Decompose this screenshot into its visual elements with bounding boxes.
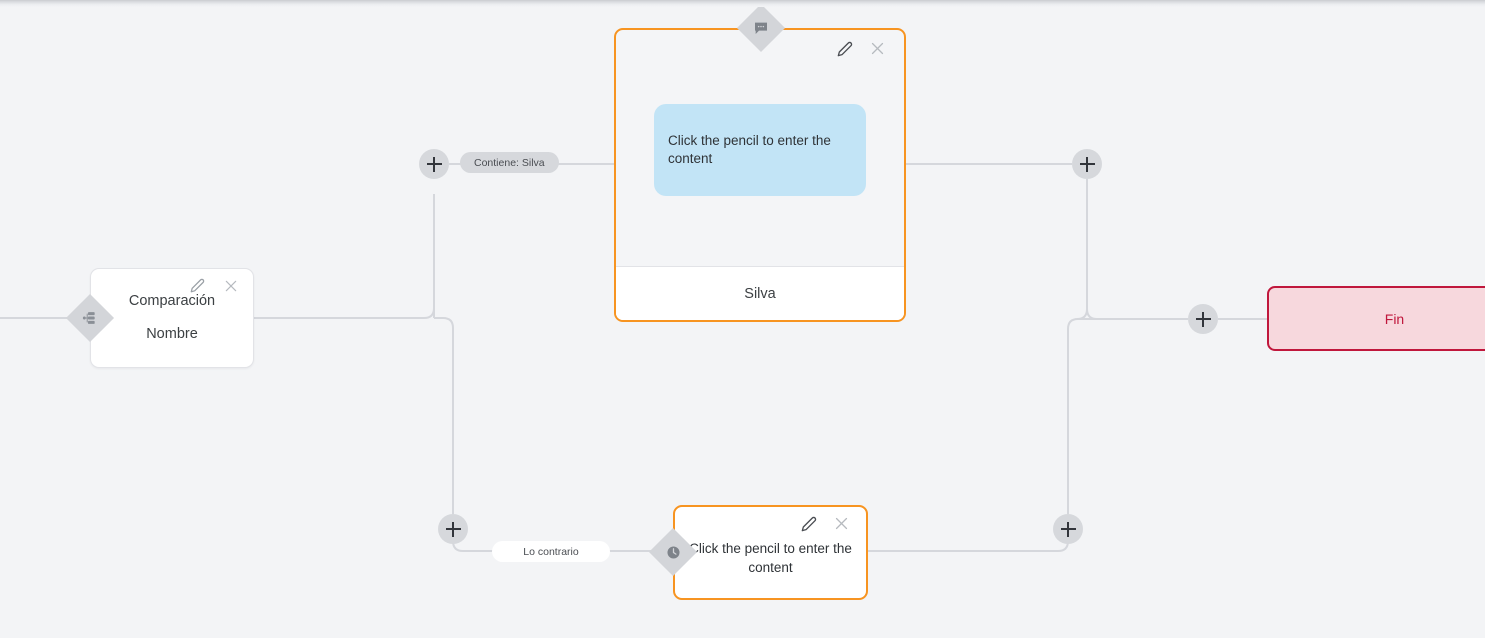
edge-label-false[interactable]: Lo contrario — [492, 541, 610, 562]
close-icon[interactable] — [833, 515, 850, 532]
message-body: Click the pencil to enter the content — [616, 30, 904, 266]
close-icon[interactable] — [222, 277, 239, 294]
node-fin[interactable]: Fin — [1267, 286, 1485, 351]
edge-trunk-down — [434, 317, 454, 514]
add-node-button-bottom-right[interactable] — [1053, 514, 1083, 544]
node-small-message[interactable]: Click the pencil to enter the content — [673, 505, 868, 600]
edge-compare-to-split — [234, 195, 435, 319]
pencil-icon[interactable] — [800, 515, 817, 532]
add-node-button-bottom-left[interactable] — [438, 514, 468, 544]
comparacion-actions — [189, 277, 239, 294]
edge-top-right-to-end — [1086, 179, 1188, 320]
edge-label-true[interactable]: Contiene: Silva — [460, 152, 559, 173]
chat-bubble-icon[interactable] — [736, 3, 786, 53]
fin-label: Fin — [1384, 310, 1405, 327]
node-comparacion[interactable]: Comparación Nombre — [90, 268, 254, 368]
branch-split-icon[interactable] — [65, 293, 115, 343]
add-node-button-top-left[interactable] — [419, 149, 449, 179]
node-message[interactable]: Click the pencil to enter the content Si… — [614, 28, 906, 322]
edge-bottom-right-up — [1067, 318, 1188, 514]
edge-right-down-helper — [1076, 179, 1188, 320]
message-bubble-text: Click the pencil to enter the content — [668, 133, 831, 166]
pencil-icon[interactable] — [836, 40, 853, 57]
message-actions — [836, 40, 886, 57]
small-message-text: Click the pencil to enter the content — [689, 541, 852, 575]
pencil-icon[interactable] — [189, 277, 206, 294]
add-node-button-top-right[interactable] — [1072, 149, 1102, 179]
clock-icon[interactable] — [648, 527, 698, 577]
message-footer: Silva — [616, 266, 904, 320]
message-bubble[interactable]: Click the pencil to enter the content — [654, 104, 866, 196]
small-message-actions — [800, 515, 850, 532]
comparacion-subtitle: Nombre — [146, 326, 198, 342]
close-icon[interactable] — [869, 40, 886, 57]
edge-small-to-plus — [868, 540, 1069, 552]
add-node-button-end[interactable] — [1188, 304, 1218, 334]
comparacion-title: Comparación — [128, 292, 216, 309]
